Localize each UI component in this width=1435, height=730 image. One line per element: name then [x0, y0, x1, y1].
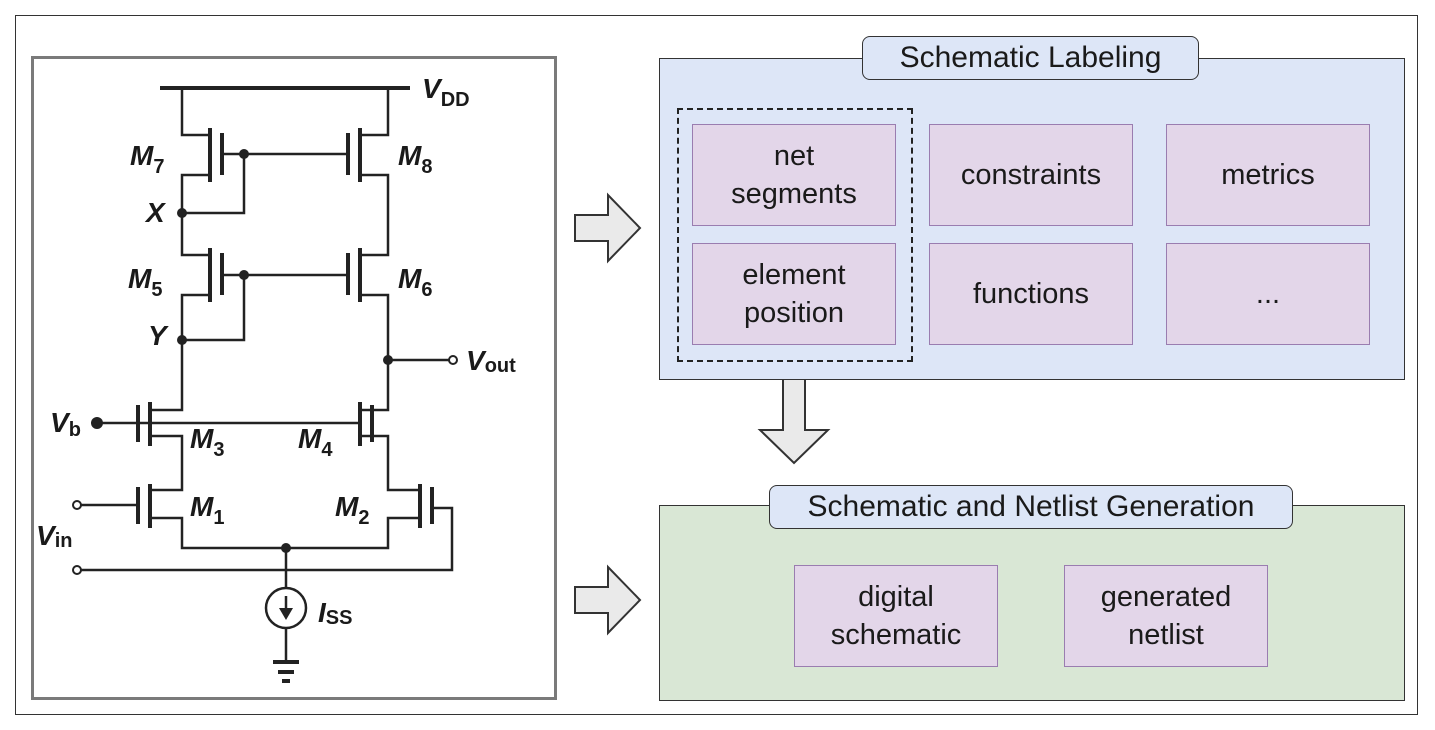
m1-label: M [190, 491, 214, 522]
metrics-box: metrics [1166, 124, 1370, 226]
schematic-labeling-title: Schematic Labeling [862, 36, 1199, 80]
m3-sub: 3 [213, 439, 224, 461]
svg-text:Vb: Vb [50, 407, 81, 441]
m6-label: M [398, 263, 422, 294]
generated-netlist-box: generated netlist [1064, 565, 1268, 667]
m2-sub: 2 [358, 507, 369, 529]
iss-sub-label: SS [326, 607, 353, 629]
image-derived-group [677, 108, 913, 362]
svg-text:M5: M5 [128, 263, 162, 301]
vb-label: V [50, 407, 71, 438]
m2-label: M [335, 491, 359, 522]
arrow-to-labeling-icon [574, 192, 642, 264]
constraints-box: constraints [929, 124, 1133, 226]
svg-text:M1: M1 [190, 491, 224, 529]
vin-sub-label: in [55, 530, 73, 552]
svg-text:ISS: ISS [318, 597, 352, 629]
m5-label: M [128, 263, 152, 294]
m7-label: M [130, 140, 154, 171]
outer-frame [15, 15, 1418, 715]
svg-text:M6: M6 [398, 263, 432, 301]
vdd-label: V [422, 73, 443, 104]
generation-panel [659, 505, 1405, 701]
vb-sub-label: b [69, 419, 81, 441]
m5-sub: 5 [151, 279, 162, 301]
m6-sub: 6 [421, 279, 432, 301]
svg-text:Vout: Vout [466, 345, 516, 377]
generation-title: Schematic and Netlist Generation [769, 485, 1293, 529]
svg-text:VDD: VDD [422, 73, 470, 111]
svg-text:M8: M8 [398, 140, 432, 178]
more-items-box: ... [1166, 243, 1370, 345]
m7-sub: 7 [153, 156, 164, 178]
vout-label: V [466, 345, 487, 376]
svg-text:M3: M3 [190, 423, 224, 461]
digital-schematic-box: digital schematic [794, 565, 998, 667]
m1-sub: 1 [213, 507, 224, 529]
vin-label: V [36, 520, 57, 551]
svg-text:M7: M7 [130, 140, 164, 178]
net-segments-box: net segments [692, 124, 896, 226]
node-y-label: Y [148, 320, 169, 351]
m3-label: M [190, 423, 214, 454]
element-position-box: element position [692, 243, 896, 345]
svg-text:Vin: Vin [36, 520, 72, 552]
vdd-sub-label: DD [441, 89, 470, 111]
m4-sub: 4 [321, 439, 333, 461]
m8-label: M [398, 140, 422, 171]
arrow-to-generation-icon [574, 564, 642, 636]
node-x-label: X [144, 197, 167, 228]
svg-text:M4: M4 [298, 423, 333, 461]
svg-text:M2: M2 [335, 491, 369, 529]
m8-sub: 8 [421, 156, 432, 178]
iss-label: I [318, 597, 327, 628]
functions-box: functions [929, 243, 1133, 345]
m4-label: M [298, 423, 322, 454]
vout-sub-label: out [485, 355, 516, 377]
